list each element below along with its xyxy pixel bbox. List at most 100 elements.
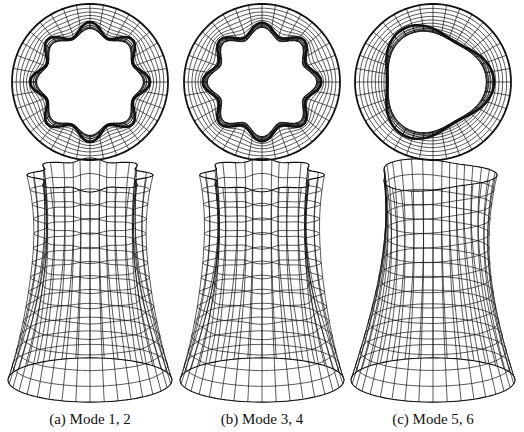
shell-meridian	[306, 170, 339, 372]
top-view-meridian	[212, 22, 228, 41]
top-view-meridian	[30, 116, 50, 132]
top-view-meridian	[355, 82, 388, 83]
top-view-meridian	[304, 97, 335, 109]
shell-meridian	[362, 167, 388, 369]
top-view-ring	[355, 4, 511, 160]
top-view-meridian	[485, 91, 510, 95]
top-view-meridian	[476, 43, 501, 57]
top-view-ring	[35, 27, 145, 136]
shell-meridian	[90, 158, 91, 358]
top-view-meridian	[481, 55, 506, 64]
shell-meridian	[271, 190, 276, 402]
shell-meridian	[370, 165, 391, 366]
top-view-ring	[387, 31, 486, 132]
shell-meridian	[449, 188, 461, 401]
shell-meridian	[76, 190, 81, 402]
top-view-meridian	[22, 106, 49, 121]
top-view-meridian	[90, 4, 91, 29]
top-view-ring	[23, 16, 156, 149]
top-view-meridian	[433, 132, 434, 161]
top-view-meridian	[356, 69, 388, 75]
top-view-ring	[36, 29, 143, 136]
top-view-ring	[388, 28, 491, 136]
top-view-ring	[207, 27, 317, 136]
top-view-meridian	[394, 128, 406, 149]
top-view-meridian	[13, 91, 40, 96]
shell-meridian	[442, 161, 448, 358]
shell-meridian	[76, 160, 81, 358]
top-view-meridian	[189, 55, 220, 67]
top-view-ring	[198, 18, 326, 146]
top-view-meridian	[485, 69, 510, 73]
top-view-ring	[33, 26, 146, 139]
top-view-ring	[384, 30, 487, 134]
top-view-ring	[207, 27, 317, 136]
top-view-meridian	[356, 90, 388, 96]
shell-meridian	[278, 188, 290, 401]
shell-meridian	[62, 188, 74, 401]
top-view-meridian	[433, 4, 434, 33]
top-view-meridian	[106, 9, 117, 39]
top-view-meridian	[12, 82, 37, 83]
top-view-meridian	[360, 55, 389, 66]
top-view-meridian	[304, 55, 335, 67]
top-view-ring	[195, 15, 329, 148]
shell-meridian	[351, 175, 386, 380]
top-view-ring	[205, 25, 319, 139]
shell-ring	[386, 204, 490, 233]
top-view-meridian	[133, 98, 163, 109]
shell-meridian	[352, 177, 386, 383]
top-view-ring	[33, 25, 147, 138]
top-view-meridian	[455, 121, 472, 150]
top-view-meridian	[383, 123, 399, 142]
top-view-meridian	[481, 100, 506, 109]
top-view-meridian	[365, 43, 390, 57]
shell-meridian	[392, 190, 405, 399]
shell-meridian	[298, 162, 315, 363]
shell-meridian	[489, 175, 515, 380]
shell-meridian	[234, 188, 246, 401]
top-view-meridian	[449, 125, 460, 156]
shell-meridian	[488, 172, 514, 376]
shell-meridian	[419, 191, 424, 402]
top-view-meridian	[140, 69, 167, 74]
top-view-ring	[35, 27, 145, 137]
shell-meridian	[8, 175, 34, 380]
top-view-meridian	[30, 32, 50, 48]
top-view-meridian	[441, 129, 446, 159]
shell-meridian	[13, 170, 45, 372]
top-view-ring	[192, 12, 332, 152]
top-view-ring	[206, 26, 319, 138]
top-view-meridian	[133, 55, 163, 66]
top-view-meridian	[114, 14, 129, 41]
top-view-meridian	[296, 123, 312, 142]
shell-meridian	[471, 166, 496, 366]
top-view-meridian	[296, 22, 312, 41]
top-view-ring	[388, 31, 487, 133]
top-view-meridian	[202, 116, 221, 132]
top-view-meridian	[271, 5, 276, 32]
top-view-meridian	[40, 122, 56, 142]
top-view-ring	[203, 23, 322, 142]
top-view-ring	[388, 30, 489, 135]
shell-meridian	[442, 189, 448, 402]
top-view-meridian	[63, 125, 74, 155]
top-view-meridian	[303, 43, 330, 59]
top-view-meridian	[90, 135, 91, 160]
shell-meridian	[135, 170, 167, 372]
top-view-meridian	[235, 124, 247, 155]
top-view-meridian	[130, 116, 150, 132]
top-view-ring	[30, 22, 150, 142]
top-view-meridian	[406, 9, 415, 33]
top-view-meridian	[312, 91, 339, 96]
top-view-meridian	[271, 132, 276, 159]
shell-meridian	[209, 162, 226, 363]
top-view-meridian	[51, 14, 66, 41]
top-view-meridian	[486, 82, 511, 83]
shell-meridian	[478, 183, 504, 392]
caption-label: (a) Mode 1, 2	[47, 411, 133, 428]
shell-meridian	[126, 188, 143, 397]
shell-meridian	[19, 168, 47, 369]
top-view-ring	[31, 24, 148, 141]
